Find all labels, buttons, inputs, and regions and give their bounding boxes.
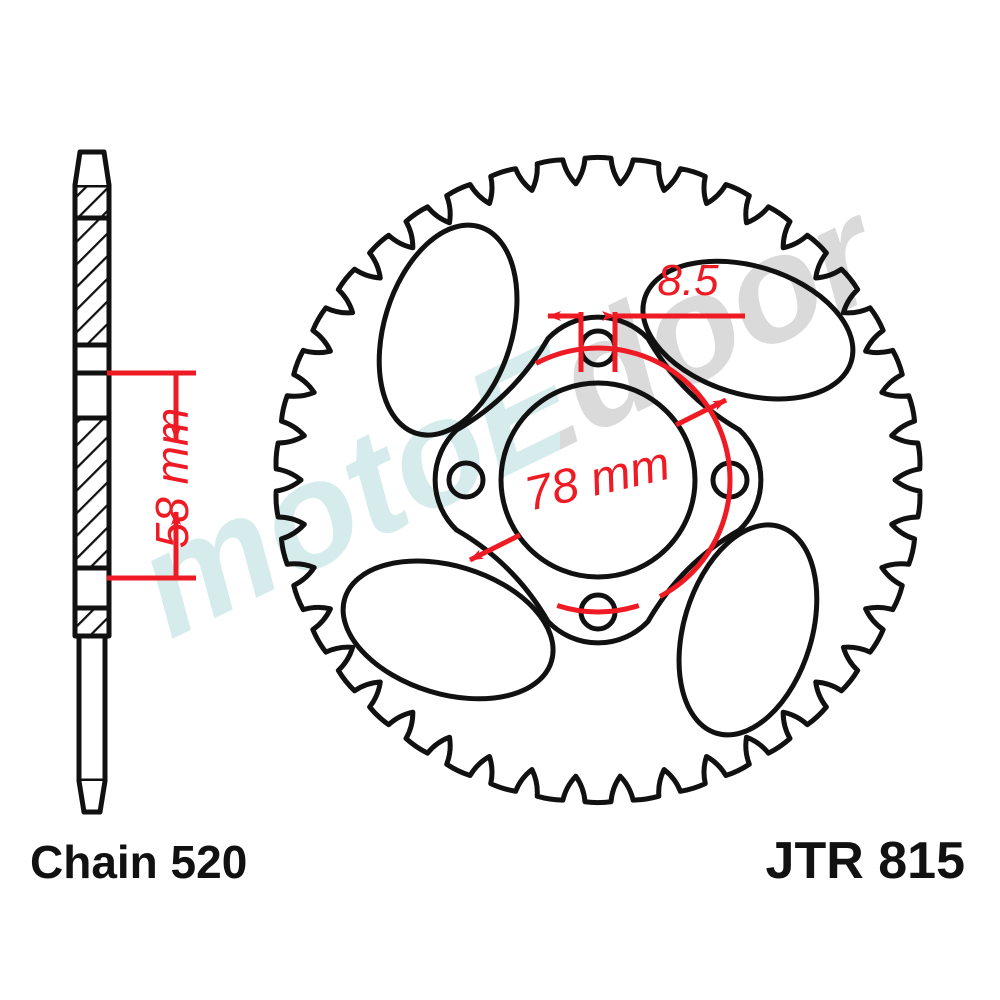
section-top-chamfer [72,149,112,186]
section-side-view [72,149,112,815]
lightening-holes-group [340,222,856,738]
sprocket-teeth-outline [273,154,923,806]
lightening-hole [640,258,856,402]
hub-contour [432,314,764,646]
section-bolt-hole-lower [72,605,112,639]
bolt-hole [446,460,486,500]
bolt-circle-arc-bottom [556,603,640,615]
lightening-hole [676,522,820,738]
dim78-arrow-right [674,397,728,428]
lightening-hole [340,558,556,702]
section-middle-body [72,415,112,571]
section-bottom-chamfer [76,780,108,815]
dimension-58mm [107,370,196,581]
dimension-8-5-label: 8.5 [657,256,719,305]
part-number-label: JTR 815 [766,832,965,890]
dimension-8-5 [547,311,745,372]
dimension-58mm-label: 58 mm [146,408,198,549]
section-gap-upper [72,370,112,421]
center-bore [498,380,698,580]
section-lower-web [76,633,108,784]
sprocket-face-view [273,154,923,806]
section-bolt-hole-upper [72,342,112,376]
dimension-78mm [468,345,733,615]
section-gap-lower [72,565,112,611]
chain-label: Chain 520 [30,836,247,888]
dim78-arrow-left [468,532,522,563]
bolt-circle-arc-top [534,345,733,599]
lightening-hole [376,222,520,438]
